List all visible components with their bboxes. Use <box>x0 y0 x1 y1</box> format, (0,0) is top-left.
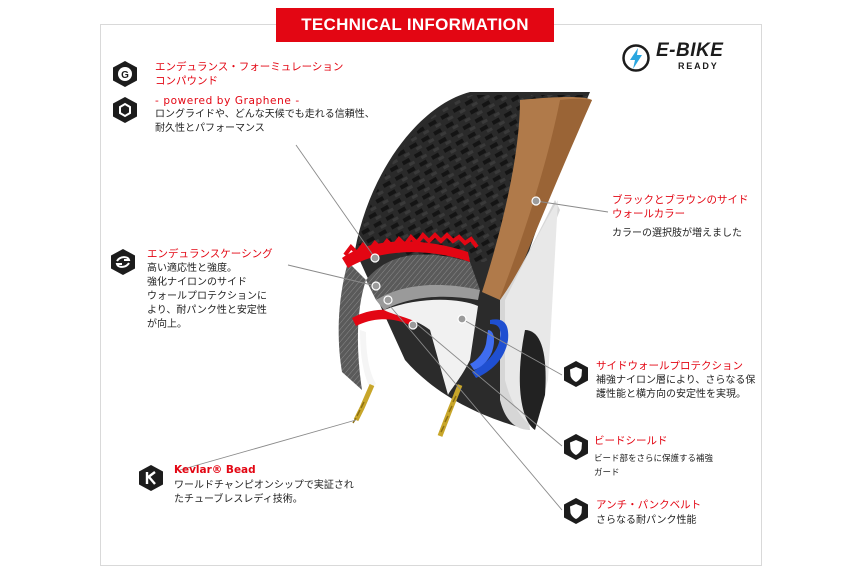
graphene-compound-icon: G <box>113 61 137 87</box>
bead-shield-body-line1: ビード部をさらに保護する補強 <box>594 454 714 464</box>
bead-shield-body-line2: ガード <box>594 468 620 478</box>
endurance-casing-title: エンデュランスケーシング <box>147 248 273 260</box>
sidewall-protection-body-line1: 補強ナイロン層により、さらなる保 <box>596 375 756 386</box>
ebike-title: E-BIKE <box>656 40 724 61</box>
svg-text:G: G <box>121 70 129 81</box>
anti-puncture-shield-icon <box>564 498 588 524</box>
endurance-compound-title-line1: エンデュランス・フォーミュレーション <box>155 61 344 73</box>
endurance-casing-body-line1: 高い適応性と強度。 <box>147 263 237 274</box>
sidewall-protection-shield-icon <box>564 361 588 387</box>
graphene-tagline: - powered by Graphene - <box>155 95 300 107</box>
endurance-casing-body-line5: が向上。 <box>147 319 187 330</box>
endurance-compound-body-line1: ロングライドや、どんな天候でも走れる信頼性、 <box>155 109 375 120</box>
kevlar-bead-icon <box>139 465 163 491</box>
endurance-casing-body-line4: より、耐パンク性と安定性 <box>147 305 267 316</box>
bead-shield-title: ビードシールド <box>594 435 668 447</box>
kevlar-bead-body-line1: ワールドチャンピオンシップで実証され <box>174 480 354 491</box>
sidewall-color-title-line2: ウォールカラー <box>612 208 686 220</box>
endurance-casing-icon <box>111 249 135 275</box>
kevlar-bead-title: Kevlar® Bead <box>174 464 256 476</box>
ebike-subtitle: READY <box>678 61 719 71</box>
kevlar-bead-body-line2: たチューブレスレディ技術。 <box>174 494 303 505</box>
sidewall-protection-body-line2: 護性能と横方向の安定性を実現。 <box>596 389 746 400</box>
bead-shield-icon <box>564 434 588 460</box>
graphene-icon <box>113 97 137 123</box>
endurance-casing-body-line2: 強化ナイロンのサイド <box>147 277 247 288</box>
technical-information-banner: TECHNICAL INFORMATION <box>276 8 554 42</box>
endurance-casing-body-line3: ウォールプロテクションに <box>147 291 267 302</box>
endurance-compound-title-line2: コンパウンド <box>155 75 218 87</box>
sidewall-color-title-line1: ブラックとブラウンのサイド <box>612 194 749 206</box>
endurance-compound-body-line2: 耐久性とパフォーマンス <box>155 123 265 134</box>
ebike-ready-badge: E-BIKE READY <box>620 40 750 76</box>
anti-puncture-body: さらなる耐パンク性能 <box>596 515 697 526</box>
ebike-bolt-icon <box>622 44 650 72</box>
sidewall-protection-title: サイドウォールプロテクション <box>596 360 743 372</box>
sidewall-color-body: カラーの選択肢が増えました <box>612 228 742 239</box>
anti-puncture-title: アンチ・パンクベルト <box>596 499 702 511</box>
